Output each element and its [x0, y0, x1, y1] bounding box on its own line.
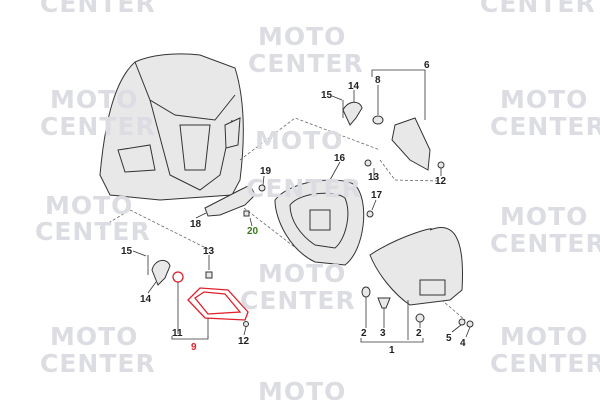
part-12-screw-left[interactable]: [243, 321, 249, 327]
part-14-socket-left[interactable]: [151, 260, 171, 286]
part-17-screw[interactable]: [366, 210, 374, 218]
callout-11: 11: [172, 328, 183, 339]
callout-6: 6: [424, 60, 430, 71]
callout-14: 14: [140, 294, 152, 305]
watermark-text: CENTER: [480, 0, 596, 18]
watermark-text: MOTO: [500, 202, 588, 231]
callout-14: 14: [348, 81, 360, 92]
part-9-turn-signal-left[interactable]: [172, 271, 249, 321]
callout-20: 20: [247, 226, 259, 237]
watermark-text: CENTER: [240, 286, 356, 315]
watermark-text: CENTER: [35, 217, 151, 246]
callout-5: 5: [446, 333, 452, 344]
part-14-socket: [342, 101, 363, 126]
watermark-text: MOTO: [500, 322, 588, 351]
callout-13: 13: [368, 172, 380, 183]
watermark-text: MOTO: [255, 126, 343, 155]
part-3-bulb: [377, 297, 391, 309]
watermark-text: CENTER: [490, 112, 600, 141]
part-20-nut[interactable]: [243, 210, 250, 217]
callout-8: 8: [375, 75, 381, 86]
part-13-clip-left[interactable]: [205, 271, 213, 279]
watermark-text: CENTER: [246, 174, 362, 203]
watermark-text: CENTER: [248, 49, 364, 78]
callout-3: 3: [380, 328, 386, 339]
part-2-bulb: [415, 313, 425, 323]
watermark-text: MOTO: [50, 322, 138, 351]
part-16-headlight-housing[interactable]: [274, 179, 365, 266]
callout-labels: 6 8 14 15 16 13 12 17 19 18 20 15 13 14 …: [121, 60, 466, 356]
part-4-screw[interactable]: [466, 320, 474, 328]
part-13-clip[interactable]: [364, 159, 372, 167]
watermark-text: CENTER: [40, 0, 156, 18]
callout-2: 2: [361, 328, 367, 339]
part-11-bulb: [172, 271, 184, 283]
callout-15: 15: [321, 90, 333, 101]
watermark-text: MOTO: [258, 377, 346, 400]
leader-lines: [132, 69, 471, 343]
watermark-text: CENTER: [490, 349, 600, 378]
part-19-bolt[interactable]: [258, 184, 266, 192]
callout-2: 2: [416, 328, 422, 339]
part-8-bulb: [372, 115, 384, 125]
callout-1: 1: [389, 345, 395, 356]
callout-4: 4: [460, 338, 466, 349]
callout-16: 16: [334, 153, 346, 164]
watermark-text: CENTER: [40, 349, 156, 378]
front-body-panel: [99, 53, 244, 201]
part-1-headlight[interactable]: [361, 227, 464, 323]
watermarks: CENTER CENTER MOTO CENTER MOTO CENTER MO…: [35, 0, 600, 400]
watermark-text: MOTO: [50, 85, 138, 114]
part-2-bulb: [361, 286, 371, 298]
callout-18: 18: [190, 219, 202, 230]
callout-9: 9: [191, 342, 197, 353]
callout-17: 17: [371, 190, 383, 201]
watermark-text: MOTO: [258, 22, 346, 51]
part-6-turn-signal-right[interactable]: [342, 100, 431, 171]
callout-12: 12: [238, 336, 250, 347]
watermark-text: MOTO: [500, 85, 588, 114]
callout-12: 12: [435, 176, 447, 187]
watermark-text: CENTER: [490, 229, 600, 258]
part-18-bracket[interactable]: [204, 184, 256, 217]
watermark-text: CENTER: [40, 112, 156, 141]
callout-15: 15: [121, 246, 133, 257]
callout-19: 19: [260, 166, 272, 177]
callout-13: 13: [203, 246, 215, 257]
watermark-text: MOTO: [45, 191, 133, 220]
part-5-nut[interactable]: [458, 318, 466, 326]
part-12-screw[interactable]: [437, 161, 445, 169]
watermark-text: MOTO: [258, 259, 346, 288]
